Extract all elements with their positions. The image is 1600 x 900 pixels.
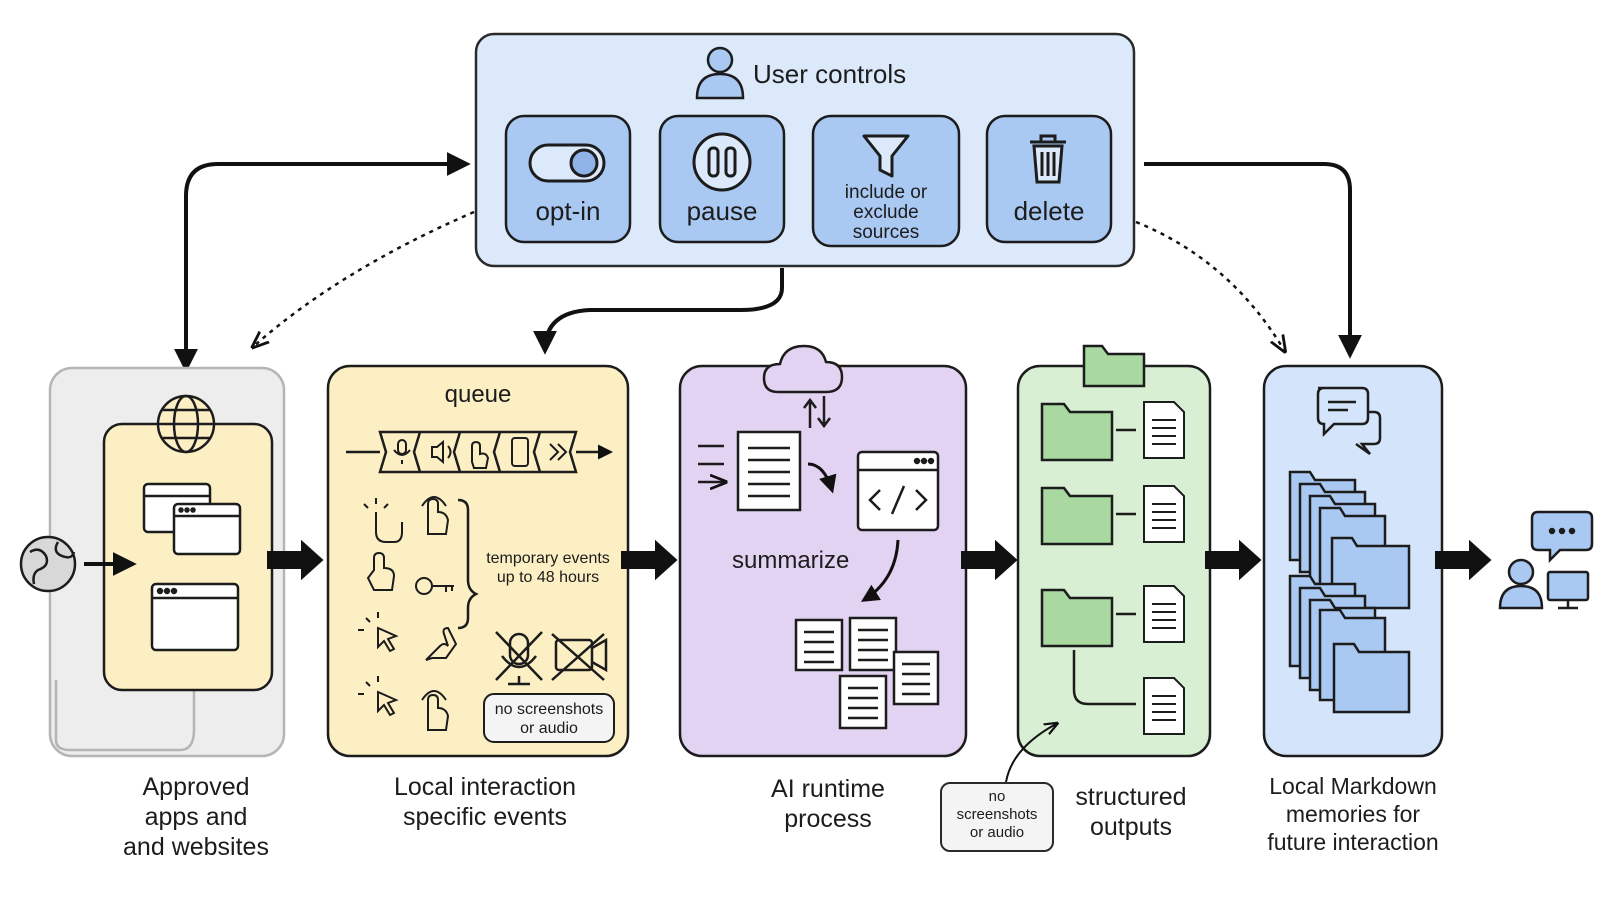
ai-stage: summarize bbox=[678, 344, 968, 758]
flow-arrow-3 bbox=[961, 539, 1018, 581]
apps-stage bbox=[19, 366, 286, 758]
event-icons bbox=[358, 496, 479, 731]
apps-caption: Approved apps and and websites bbox=[96, 772, 296, 862]
cursor-click-icon-2 bbox=[358, 676, 399, 717]
main-flow-arrows bbox=[267, 539, 1492, 581]
swipe-icon bbox=[425, 626, 458, 661]
browser-window-icon bbox=[142, 482, 242, 652]
tap-icon-2 bbox=[421, 690, 450, 731]
output-folders bbox=[1040, 402, 1136, 706]
cloud-sync-icon bbox=[762, 344, 844, 429]
end-user-icon bbox=[1498, 510, 1594, 610]
memories-stage bbox=[1262, 364, 1444, 758]
tap-icon bbox=[471, 440, 490, 469]
opt-in-label: opt-in bbox=[535, 196, 600, 226]
key-icon bbox=[415, 577, 454, 595]
ai-caption: AI runtime process bbox=[718, 774, 938, 834]
apps-to-controls-arrow bbox=[184, 152, 471, 368]
events-stage: queue temporary events up to bbox=[326, 364, 630, 758]
pause-label: pause bbox=[687, 196, 758, 226]
ai-caption-line-1: AI runtime bbox=[771, 775, 885, 803]
speaker-icon bbox=[431, 439, 452, 465]
brace bbox=[457, 498, 479, 630]
filter-icon bbox=[862, 134, 910, 178]
memories-caption-line-3: future interaction bbox=[1267, 829, 1439, 855]
outputs-stage bbox=[1005, 344, 1212, 783]
pause-icon bbox=[692, 132, 752, 192]
click-icon-1 bbox=[363, 498, 403, 543]
outputs-caption-line-1: structured bbox=[1075, 783, 1187, 811]
summary-docs-icon bbox=[794, 616, 940, 730]
no-video-icon bbox=[551, 633, 608, 681]
user-controls-panel: User controls opt-in pause bbox=[474, 32, 1136, 268]
no-screenshots-line-2: or audio bbox=[520, 720, 578, 737]
user-controls-title: User controls bbox=[753, 59, 906, 89]
forward-icon bbox=[549, 443, 568, 461]
dotted-to-memories bbox=[1135, 220, 1284, 350]
outputs-caption: structured outputs bbox=[1056, 782, 1206, 842]
delete-label: delete bbox=[1014, 196, 1085, 226]
include-exclude-button[interactable]: include or exclude sources bbox=[811, 114, 961, 248]
memories-caption-line-2: memories for bbox=[1285, 801, 1421, 827]
include-exclude-label-2: exclude bbox=[853, 202, 919, 223]
temp-events-line-1: temporary events bbox=[486, 550, 610, 567]
apps-caption-line-1: Approved bbox=[142, 773, 250, 801]
events-caption-line-1: Local interaction bbox=[393, 773, 577, 801]
folder-icon bbox=[1082, 344, 1146, 388]
globe-icon bbox=[156, 394, 216, 454]
output-docs bbox=[1143, 401, 1185, 735]
ai-caption-line-2: process bbox=[784, 805, 872, 833]
no-screenshots-line-1: no screenshots bbox=[495, 701, 604, 718]
flow-arrow-2 bbox=[621, 539, 678, 581]
memory-folder-stacks bbox=[1288, 470, 1411, 714]
toggle-icon bbox=[528, 143, 606, 183]
opt-in-button[interactable]: opt-in bbox=[504, 114, 632, 244]
pause-button[interactable]: pause bbox=[658, 114, 786, 244]
controls-to-queue-arrow bbox=[533, 268, 784, 355]
trash-icon bbox=[1030, 134, 1066, 184]
cursor-click-icon-1 bbox=[358, 612, 399, 653]
no-audio-icon bbox=[495, 631, 543, 686]
phone-icon bbox=[511, 437, 529, 467]
chat-bubbles-icon bbox=[1316, 386, 1382, 456]
pointer-icon-1 bbox=[366, 551, 396, 591]
control-connectors bbox=[174, 152, 1362, 373]
no-screenshots-badge bbox=[483, 693, 615, 743]
outputs-no-screenshots-note: no screenshots or audio bbox=[940, 782, 1054, 852]
dotted-to-apps bbox=[254, 210, 475, 346]
outputs-note-line-2: screenshots bbox=[956, 806, 1038, 823]
memories-caption-line-1: Local Markdown bbox=[1269, 773, 1437, 799]
flow-arrow-5 bbox=[1435, 539, 1492, 581]
include-exclude-label-1: include or bbox=[845, 182, 928, 203]
queue-icons bbox=[393, 437, 568, 469]
events-caption: Local interaction specific events bbox=[360, 772, 610, 832]
input-doc-icon bbox=[698, 430, 802, 512]
controls-to-memories-arrow bbox=[1144, 162, 1362, 359]
temp-events-line-2: up to 48 hours bbox=[497, 569, 599, 586]
user-icon bbox=[695, 46, 745, 100]
queue-strip bbox=[346, 430, 613, 474]
code-window-icon bbox=[856, 450, 940, 532]
events-caption-line-2: specific events bbox=[403, 803, 567, 831]
outputs-note-line-1: no bbox=[988, 788, 1006, 805]
queue-title: queue bbox=[445, 381, 512, 408]
memories-caption: Local Markdown memories for future inter… bbox=[1240, 772, 1466, 856]
flow-arrow-1 bbox=[267, 539, 324, 581]
flow-arrow-4 bbox=[1205, 539, 1262, 581]
tap-icon-1 bbox=[421, 496, 450, 535]
apps-caption-line-3: and websites bbox=[123, 833, 269, 861]
outputs-caption-line-2: outputs bbox=[1089, 813, 1172, 841]
outputs-note-line-3: or audio bbox=[969, 824, 1025, 841]
apps-caption-line-2: apps and bbox=[144, 803, 248, 831]
include-exclude-label-3: sources bbox=[853, 222, 920, 243]
earth-icon bbox=[19, 535, 77, 593]
summarize-title: summarize bbox=[732, 547, 849, 574]
delete-button[interactable]: delete bbox=[985, 114, 1113, 244]
